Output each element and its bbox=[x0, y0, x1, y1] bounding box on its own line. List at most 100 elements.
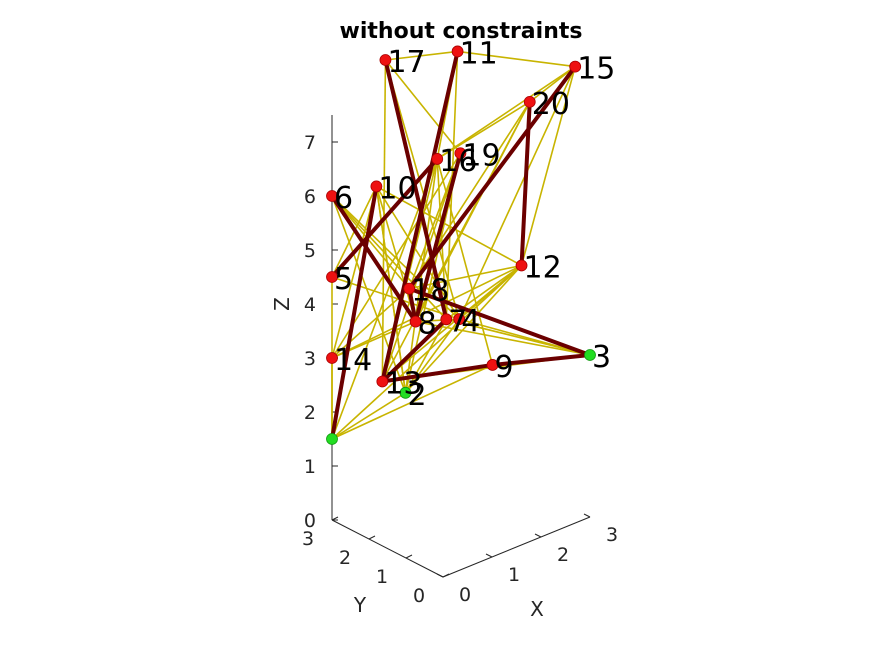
node-7-marker bbox=[440, 313, 453, 326]
node-15-marker bbox=[569, 60, 582, 73]
z-tick-label: 7 bbox=[304, 132, 316, 154]
z-tick-label: 4 bbox=[304, 294, 316, 316]
node-2-marker bbox=[399, 386, 412, 399]
thin-edge-7-12 bbox=[445, 264, 523, 320]
node-18-marker bbox=[403, 282, 416, 295]
node-5-label: 5 bbox=[334, 262, 353, 297]
thin-edge-14-12 bbox=[331, 264, 522, 359]
thin-edge-18-14 bbox=[331, 288, 410, 359]
thin-edge-17-4 bbox=[384, 59, 460, 320]
node-9-marker bbox=[486, 359, 499, 371]
node-4-label: 4 bbox=[461, 304, 480, 339]
thin-edge-1-9 bbox=[331, 364, 493, 440]
z-tick-label: 3 bbox=[304, 348, 316, 370]
node-6-label: 6 bbox=[334, 181, 353, 216]
node-16-label: 16 bbox=[439, 144, 477, 179]
node-13-label: 13 bbox=[384, 367, 422, 402]
node-6-marker bbox=[326, 190, 338, 202]
node-12-marker bbox=[515, 259, 528, 272]
y-tick-label: 1 bbox=[376, 566, 388, 588]
y-axis-line bbox=[331, 519, 444, 578]
x-tick-mark bbox=[436, 573, 444, 578]
node-19-label: 19 bbox=[462, 138, 500, 173]
node-20-marker bbox=[523, 95, 536, 108]
node-16-marker bbox=[431, 153, 444, 165]
y-tick-mark bbox=[368, 535, 376, 540]
y-tick-label: 0 bbox=[413, 585, 425, 607]
thick-edge-13-9 bbox=[380, 362, 495, 384]
y-axis-label: Y bbox=[353, 593, 367, 617]
thin-edge-3-8 bbox=[415, 320, 591, 356]
thick-edge-1-10 bbox=[330, 184, 379, 441]
node-19-marker bbox=[454, 147, 467, 160]
thin-edge-2-7 bbox=[404, 318, 447, 394]
y-tick-mark bbox=[442, 573, 450, 578]
thin-edge-20-8 bbox=[414, 101, 531, 322]
thin-edge-14-10 bbox=[331, 186, 378, 359]
node-13-marker bbox=[376, 375, 389, 388]
x-tick-mark bbox=[485, 553, 493, 558]
thick-edge-11-13 bbox=[380, 49, 460, 384]
thick-edge-15-18 bbox=[407, 64, 578, 291]
thin-edge-16-7 bbox=[436, 158, 448, 320]
node-3-label: 3 bbox=[592, 340, 611, 375]
thin-edge-19-13 bbox=[381, 152, 462, 382]
node-8-label: 8 bbox=[418, 307, 437, 342]
node-9-label: 9 bbox=[495, 350, 514, 385]
thin-edge-1-2 bbox=[331, 392, 406, 440]
y-tick-label: 3 bbox=[302, 528, 314, 550]
x-tick-mark bbox=[534, 533, 542, 538]
node-10-label: 10 bbox=[378, 171, 416, 206]
y-tick-mark bbox=[405, 554, 413, 559]
thick-edge-13-7 bbox=[380, 317, 449, 384]
thin-edge-15-16 bbox=[436, 65, 576, 160]
z-tick-label: 6 bbox=[304, 186, 316, 208]
nodes-group bbox=[326, 45, 596, 445]
node-5-marker bbox=[326, 271, 338, 283]
thin-edge-15-12 bbox=[520, 66, 576, 266]
thick-edge-9-3 bbox=[490, 353, 592, 367]
z-tick-label: 2 bbox=[304, 402, 316, 424]
node-12-label: 12 bbox=[524, 251, 562, 286]
x-tick-label: 0 bbox=[459, 584, 471, 606]
node-7-label: 7 bbox=[448, 304, 467, 339]
thick-edge-17-7 bbox=[383, 57, 449, 322]
thin-edge-20-18 bbox=[408, 101, 531, 290]
x-tick-label: 1 bbox=[508, 564, 520, 586]
node-20-label: 20 bbox=[532, 87, 570, 122]
z-tick-label: 0 bbox=[304, 510, 316, 532]
node-14-label: 14 bbox=[334, 343, 372, 378]
node-14-marker bbox=[326, 352, 338, 364]
z-tick-label: 5 bbox=[304, 240, 316, 262]
x-axis-line bbox=[442, 516, 591, 578]
x-tick-mark bbox=[583, 513, 591, 518]
thick-edge-5-16 bbox=[330, 156, 440, 279]
thin-edge-18-12 bbox=[409, 264, 522, 290]
chart-title: without constraints bbox=[340, 19, 583, 44]
node-8-marker bbox=[409, 315, 422, 328]
thick-edge-18-3 bbox=[407, 286, 592, 357]
thin-edge-11-15 bbox=[457, 50, 576, 68]
y-tick-label: 2 bbox=[339, 547, 351, 569]
thin-edge-5-4 bbox=[331, 276, 460, 320]
node-10-marker bbox=[370, 180, 383, 193]
node-18-label: 18 bbox=[411, 274, 449, 309]
thin-edge-15-4 bbox=[458, 66, 576, 320]
thin-edge-17-19 bbox=[384, 59, 462, 154]
thick-edge-20-12 bbox=[519, 99, 532, 268]
node-1-marker bbox=[326, 433, 338, 445]
node-17-label: 17 bbox=[387, 45, 425, 80]
thin-edge-2-4 bbox=[404, 318, 460, 394]
z-axis-label: Z bbox=[270, 297, 294, 311]
thin-edge-17-11 bbox=[385, 50, 458, 61]
thin-edge-6-18 bbox=[331, 195, 410, 290]
node-3-marker bbox=[584, 349, 596, 361]
node-11-label: 11 bbox=[460, 36, 498, 71]
node-11-marker bbox=[451, 45, 464, 58]
x-tick-label: 2 bbox=[557, 544, 569, 566]
thin-edge-2-12 bbox=[404, 264, 523, 394]
z-tick-label: 1 bbox=[304, 456, 316, 478]
